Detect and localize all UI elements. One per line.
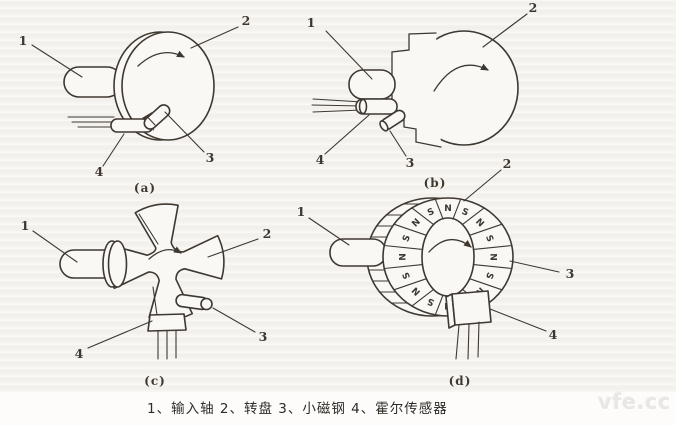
pole-divider [393, 278, 427, 291]
label-3: 3 [206, 150, 215, 165]
pole-letter: S [401, 234, 413, 244]
label-2: 2 [242, 13, 251, 28]
pole-letter: N [487, 253, 497, 261]
rotation-arrow-icon [148, 246, 182, 260]
label-4: 4 [316, 152, 325, 167]
label-4: 4 [95, 164, 104, 179]
edge-detail [138, 213, 159, 245]
leader-lines [324, 13, 528, 157]
sensor-wires [67, 116, 117, 128]
label-1: 1 [307, 15, 316, 30]
pole-divider [472, 264, 513, 270]
label-2: 2 [529, 0, 538, 15]
label-3: 3 [259, 329, 268, 344]
rotation-arrow-icon [428, 239, 472, 253]
shaft-collar [107, 240, 128, 288]
subfigure-caption-b: (b) [424, 176, 447, 190]
diagram-b: 1 2 3 4 (b) [307, 0, 538, 190]
pole-letter: S [401, 270, 413, 280]
label-3: 3 [406, 155, 415, 170]
hall-sensor [147, 313, 187, 332]
ring-bore [421, 217, 475, 297]
label-2: 2 [263, 226, 272, 241]
leader-lines [308, 169, 560, 332]
label-3: 3 [566, 266, 575, 281]
label-2: 2 [503, 156, 512, 171]
pole-divider [452, 198, 462, 220]
pole-divider [469, 278, 503, 291]
watermark: vfe.cc [598, 390, 671, 414]
pole-letter: S [483, 270, 495, 280]
rotation-arrow-icon [137, 50, 185, 67]
small-magnet [143, 104, 171, 130]
input-shaft [348, 69, 396, 100]
diagram-a: 1 2 3 4 (a) [19, 13, 251, 195]
sensor-wires [311, 98, 363, 113]
pole-letter: S [460, 207, 470, 219]
subfigure-caption-d: (d) [449, 374, 472, 388]
pole-divider [434, 294, 444, 316]
pole-letter: N [399, 253, 409, 261]
leader-lines [32, 230, 259, 349]
magnet-cap [379, 120, 389, 132]
subfigure-caption-a: (a) [134, 181, 156, 195]
pole-divider [393, 223, 427, 236]
turntable-disk [121, 31, 215, 141]
pole-divider [461, 207, 485, 226]
label-1: 1 [19, 33, 28, 48]
figure-caption: 1、输入轴 2、转盘 3、小磁钢 4、霍尔传感器 [147, 401, 448, 417]
diagram-c: 1 2 3 4 (c) [21, 203, 272, 388]
pole-divider [469, 223, 503, 236]
pole-divider [411, 207, 435, 226]
pole-letter: N [444, 204, 452, 214]
sensor-cap [358, 98, 368, 115]
pole-letter: S [483, 234, 495, 244]
pole-divider [472, 244, 513, 250]
pole-divider [411, 288, 435, 307]
pole-divider [434, 198, 444, 220]
edge-detail [152, 286, 158, 316]
label-4: 4 [75, 346, 84, 361]
input-shaft [329, 238, 387, 267]
label-4: 4 [549, 327, 558, 342]
subfigure-caption-c: (c) [144, 374, 166, 388]
leader-lines [31, 26, 239, 167]
label-1: 1 [21, 218, 30, 233]
ring-side-hatch [366, 203, 420, 304]
magnet-tip [200, 297, 213, 311]
pole-divider [383, 264, 424, 270]
hall-sensor [451, 290, 492, 326]
caption-strip: 1、输入轴 2、转盘 3、小磁钢 4、霍尔传感器 [0, 392, 676, 425]
label-1: 1 [297, 204, 306, 219]
magnet-cap-line [147, 117, 156, 126]
rotation-arrow-icon [433, 63, 489, 92]
pole-letter: S [426, 207, 436, 219]
pole-divider [383, 244, 424, 250]
sensor-wires [455, 321, 480, 360]
sensor-wires [157, 330, 177, 360]
diagram-d: NSNSNSNSNSNSNSNS 1 2 3 4 (d) [297, 156, 575, 388]
pole-letter: S [426, 295, 436, 307]
